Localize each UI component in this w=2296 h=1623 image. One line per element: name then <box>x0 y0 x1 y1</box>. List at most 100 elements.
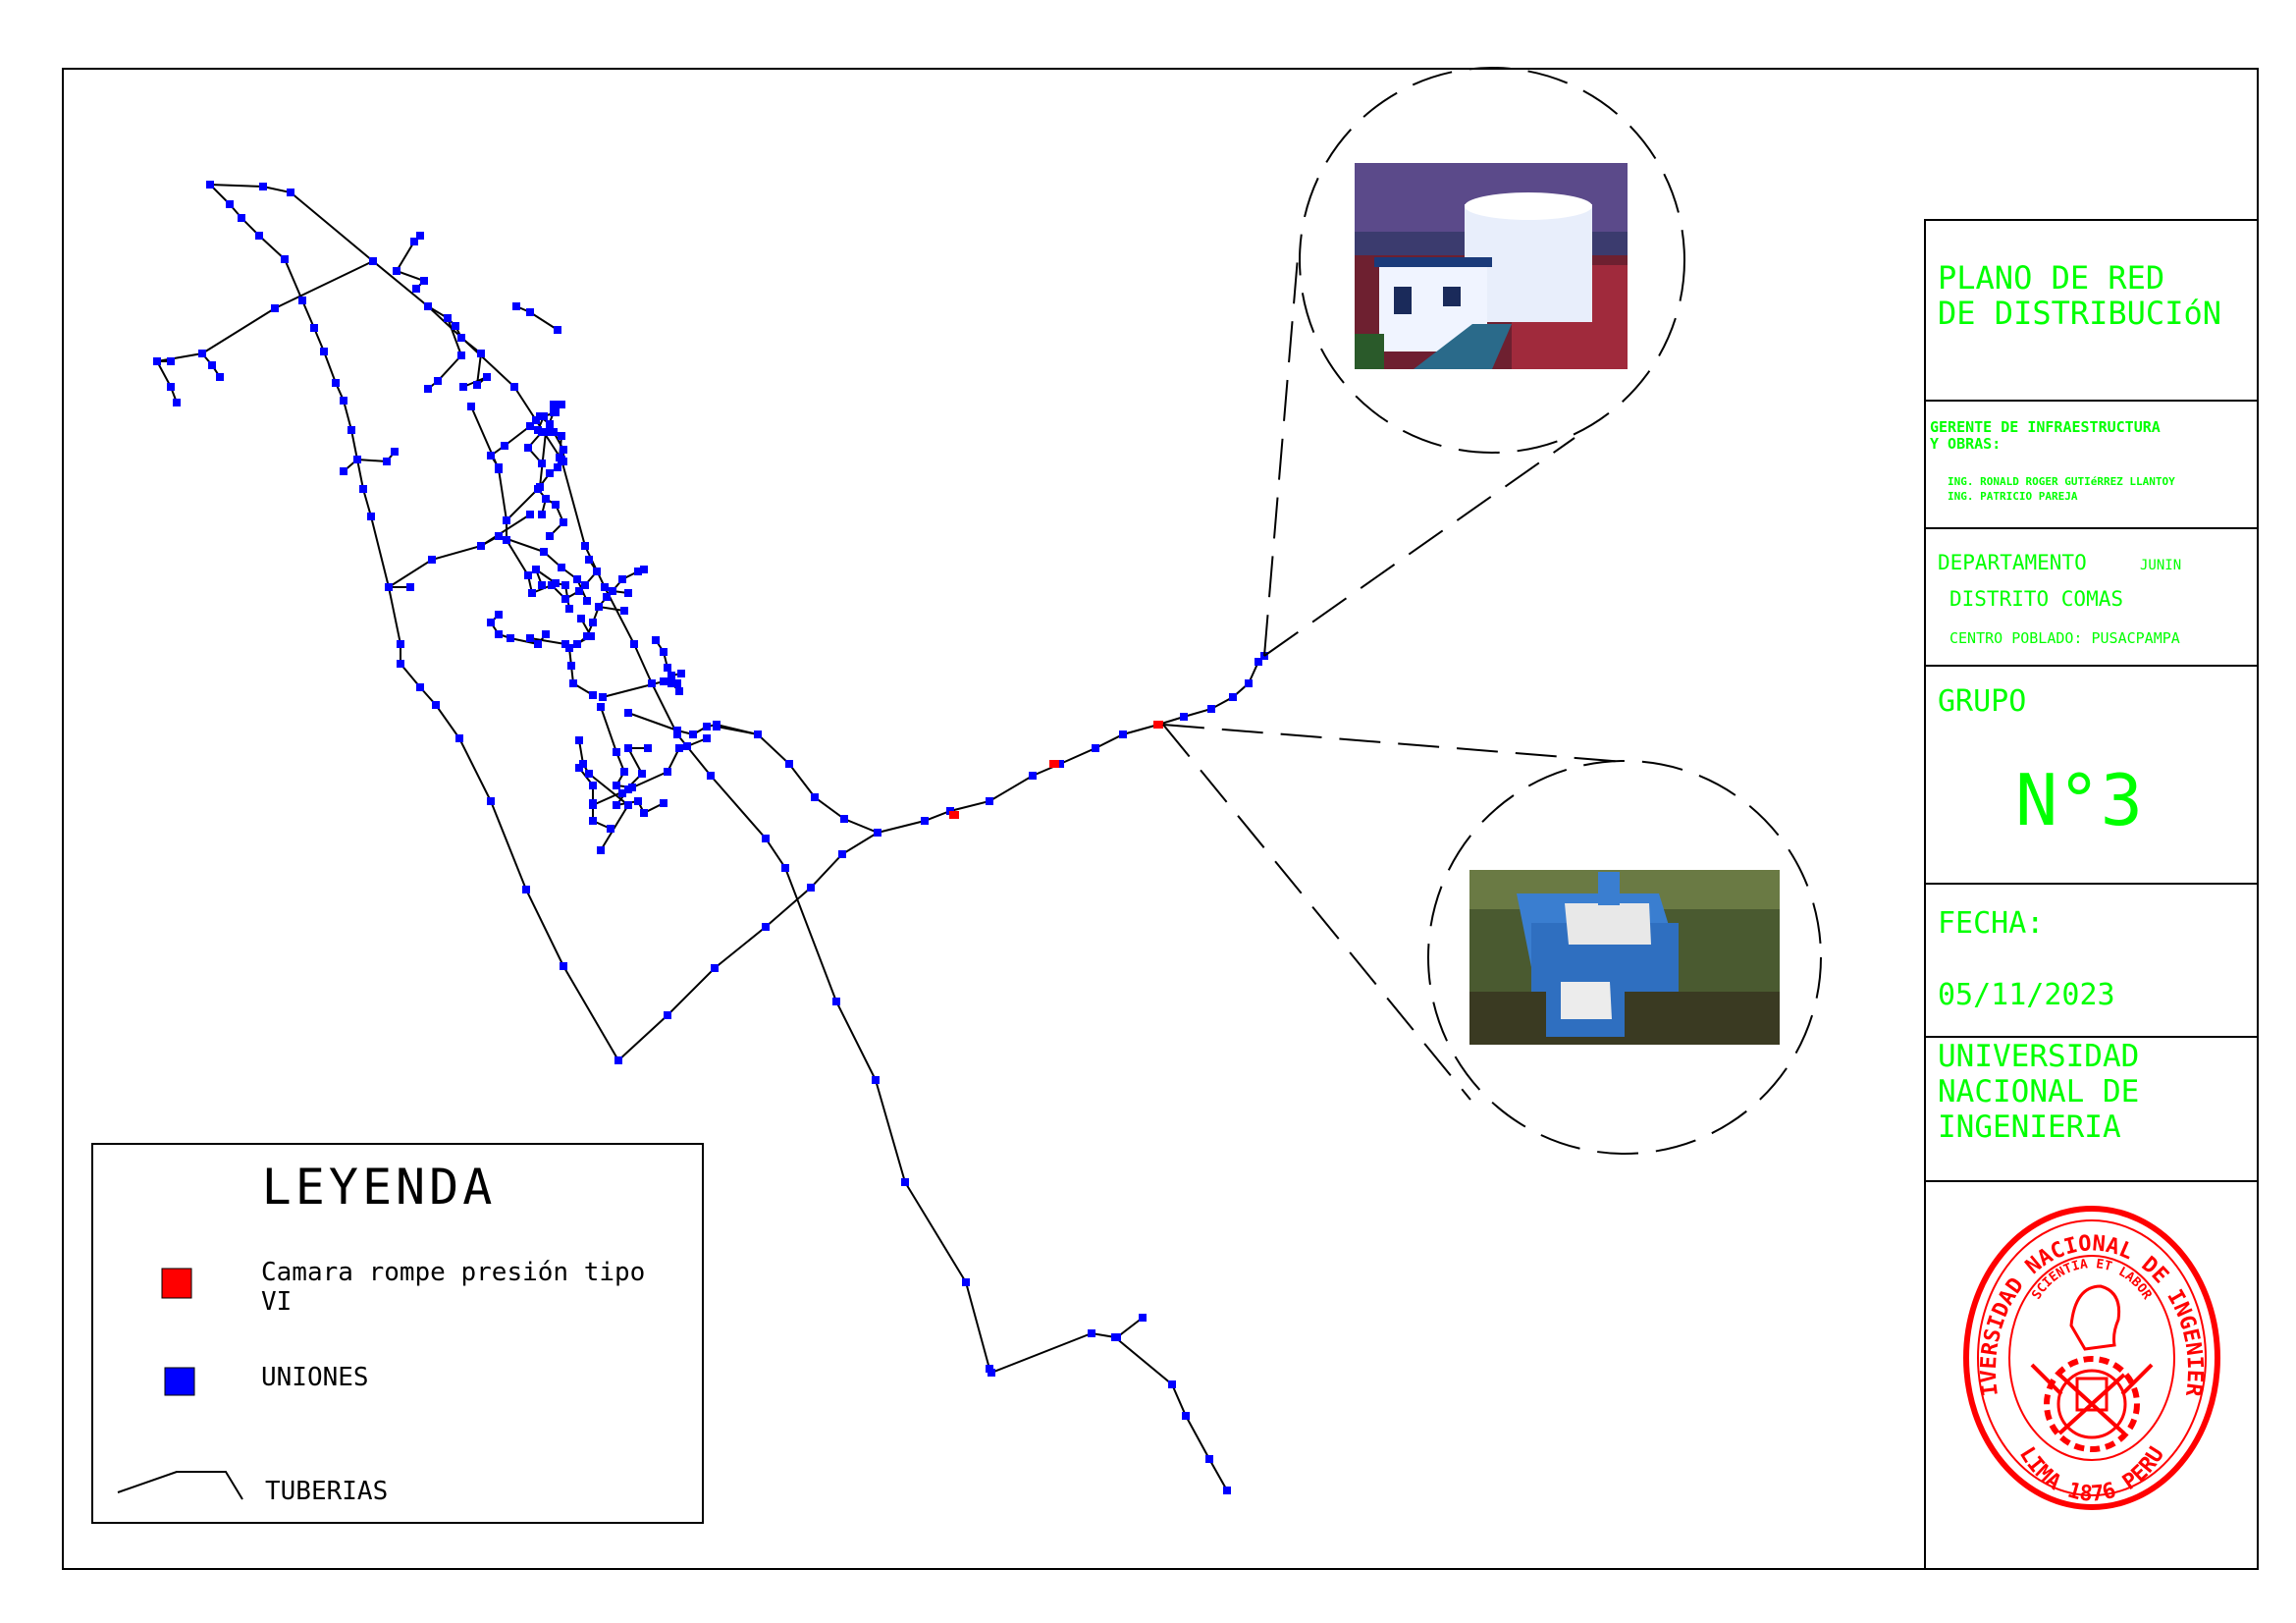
reservoir-photo-icon <box>1355 163 1628 369</box>
union-node <box>648 679 656 687</box>
union-node <box>1245 679 1253 687</box>
union-node <box>412 285 420 293</box>
pipe-segment <box>155 260 374 404</box>
union-node <box>560 962 567 970</box>
union-node <box>573 640 581 648</box>
union-node <box>640 809 648 817</box>
union-node <box>526 308 534 316</box>
union-node <box>552 408 560 416</box>
union-node <box>503 536 510 544</box>
town: CENTRO POBLADO: PUSACPAMPA <box>1949 629 2180 647</box>
union-node <box>1168 1380 1176 1388</box>
legend-label-pipe: TUBERIAS <box>265 1477 388 1506</box>
seal-bottom-text: LIMA 1876 PERU <box>2014 1443 2169 1507</box>
union-node <box>840 815 848 823</box>
engineer-1: ING. RONALD ROGER GUTIéRREZ LLANTOY <box>1948 475 2175 488</box>
union-node <box>703 723 711 730</box>
legend-title: LEYENDA <box>262 1159 497 1216</box>
union-node <box>874 829 881 837</box>
pressure-chamber-node <box>1049 760 1059 768</box>
pipe-swatch <box>117 1471 243 1500</box>
union-node <box>660 799 667 807</box>
union-node <box>538 428 546 436</box>
union-node <box>667 679 675 687</box>
union-node <box>546 469 554 477</box>
union-node <box>397 640 404 648</box>
union-node <box>385 583 393 591</box>
union-node <box>353 456 361 463</box>
union-node <box>567 662 575 670</box>
union-node <box>340 467 347 475</box>
union-node <box>675 744 683 752</box>
union-node <box>503 516 510 524</box>
union-node <box>811 793 819 801</box>
union-node <box>424 302 432 310</box>
union-node <box>620 607 628 615</box>
union-node <box>595 603 603 611</box>
group-number: N°3 <box>2015 759 2143 841</box>
union-node <box>397 660 404 668</box>
union-node <box>434 377 442 385</box>
union-node <box>428 556 436 564</box>
title-block: PLANO DE RED DE DISTRIBUCIóN GERENTE DE … <box>0 0 2259 1570</box>
union-node <box>1180 713 1188 721</box>
union-node <box>597 846 605 854</box>
union-node <box>540 548 548 556</box>
university-line3: INGENIERIA <box>1938 1109 2121 1145</box>
union-node <box>534 485 542 493</box>
union-node <box>359 485 367 493</box>
union-node <box>558 401 565 408</box>
union-node <box>589 817 597 825</box>
union-node <box>208 361 216 369</box>
union-node <box>581 581 589 589</box>
union-node <box>689 730 697 738</box>
union-node <box>1056 760 1064 768</box>
union-node <box>673 727 681 734</box>
union-node <box>683 742 691 750</box>
union-node <box>589 619 597 626</box>
union-node <box>1205 1455 1213 1463</box>
union-node <box>565 605 573 613</box>
legend-label-union: UNIONES <box>261 1363 369 1392</box>
union-node <box>173 399 181 406</box>
union-node <box>167 357 175 365</box>
union-node <box>575 736 583 744</box>
union-node <box>560 446 567 454</box>
union-node <box>589 782 597 789</box>
legend-label-chamber: Camara rompe presión tipo <box>261 1258 645 1287</box>
pipe-segment <box>716 726 759 735</box>
union-node <box>522 886 530 893</box>
union-node <box>542 495 550 503</box>
union-node <box>1088 1329 1095 1337</box>
union-node <box>554 463 561 471</box>
union-node <box>660 677 667 685</box>
union-node <box>393 267 400 275</box>
plan-title-line1: PLANO DE RED <box>1938 259 2164 297</box>
union-node <box>452 322 459 330</box>
union-node <box>640 566 648 573</box>
pipe-segment <box>617 832 879 1061</box>
union-node <box>495 463 503 471</box>
union-node <box>585 770 593 778</box>
union-node <box>560 518 567 526</box>
pipe-segment <box>515 305 559 331</box>
date-label: FECHA: <box>1938 906 2044 941</box>
pressure-chamber-node <box>1153 721 1163 729</box>
union-node <box>287 189 294 196</box>
union-node <box>624 589 632 597</box>
union-node <box>281 255 289 263</box>
union-node <box>565 644 573 652</box>
union-node <box>495 532 503 540</box>
union-node <box>226 200 234 208</box>
union-node <box>593 568 601 575</box>
union-node <box>607 825 614 833</box>
union-node <box>526 422 534 430</box>
pressure-chambers <box>949 721 1163 819</box>
union-node <box>703 734 711 742</box>
union-node <box>807 884 815 892</box>
district: DISTRITO COMAS <box>1949 587 2123 611</box>
union-node <box>664 768 671 776</box>
detail-circle <box>1299 67 1685 454</box>
union-node <box>467 403 475 410</box>
union-node <box>587 632 595 640</box>
